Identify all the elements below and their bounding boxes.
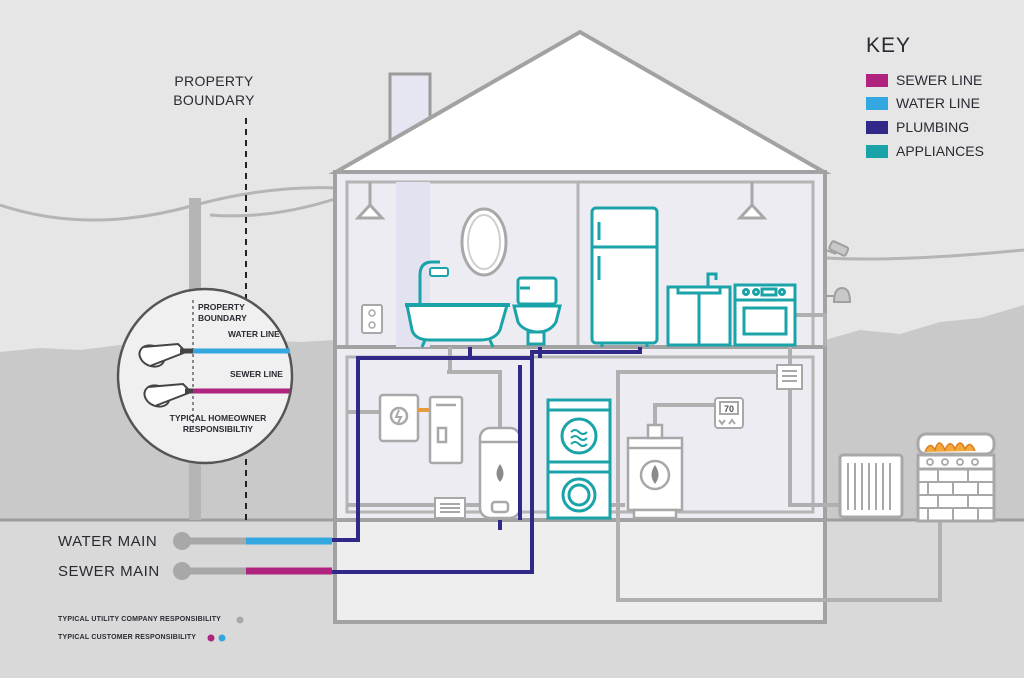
key-item-plumbing: PLUMBING: [866, 119, 969, 135]
sewer-main: [173, 562, 332, 580]
thermostat-reading: 70: [724, 404, 734, 414]
customer-dot-sewer: [207, 634, 215, 642]
stove: [733, 283, 797, 347]
key-item-appliances: APPLIANCES: [866, 143, 984, 159]
ac-unit: [838, 453, 904, 519]
mirror: [460, 207, 508, 277]
doorbell-icon: [826, 286, 852, 303]
ceiling-lamp-left: [354, 182, 386, 220]
sewer-main-label: SEWER MAIN: [58, 563, 160, 580]
circle-homeowner-label: TYPICAL HOMEOWNER RESPONSIBILTIY: [169, 413, 267, 434]
water-main: [173, 532, 332, 550]
tank-water-heater: [478, 426, 522, 520]
property-boundary-label: PROPERTY BOUNDARY: [173, 73, 255, 108]
key-label: SEWER LINE: [896, 72, 983, 88]
toilet: [512, 276, 562, 346]
utility-responsibility-label: TYPICAL UTILITY COMPANY RESPONSIBILITY: [58, 616, 222, 623]
bathtub: [405, 260, 510, 348]
thermostat: [714, 397, 744, 429]
electrical-panel: [428, 395, 464, 465]
water-main-label: WATER MAIN: [58, 533, 158, 550]
circle-water-label: WATER LINE: [228, 329, 280, 339]
floor-vent: [434, 497, 466, 519]
wall-vent: [776, 364, 803, 390]
plumbing-swatch: [866, 120, 888, 134]
key-item-water: WATER LINE: [866, 95, 980, 111]
key-label: APPLIANCES: [896, 143, 984, 159]
power-line: [0, 186, 339, 222]
key-title: KEY: [866, 34, 912, 57]
refrigerator: [590, 206, 659, 347]
customer-dot-water: [218, 634, 226, 642]
utility-dot: [236, 616, 244, 624]
circle-sewer-label: SEWER LINE: [230, 369, 283, 379]
outlet: [361, 304, 383, 334]
appliances-swatch: [866, 144, 888, 158]
key-label: WATER LINE: [896, 95, 981, 111]
key-label: PLUMBING: [896, 119, 970, 135]
tankless-water-heater: [378, 393, 430, 443]
customer-responsibility-label: TYPICAL CUSTOMER RESPONSIBILITY: [58, 634, 197, 641]
ceiling-lamp-right: [736, 182, 768, 220]
sewer-swatch: [866, 73, 888, 87]
water-swatch: [866, 96, 888, 110]
sink-cabinet: [666, 272, 732, 347]
plumbing-lines: [332, 347, 642, 574]
key-item-sewer: SEWER LINE: [866, 72, 982, 88]
power-line-2: [209, 196, 339, 218]
detail-circle: [116, 287, 294, 465]
power-line-right: [825, 248, 1024, 261]
furnace: [626, 423, 684, 520]
outdoor-grill: [916, 432, 996, 523]
security-camera-icon: [825, 240, 850, 257]
gray-pipes: [347, 313, 942, 602]
washer-dryer: [546, 398, 612, 520]
circle-boundary-label: PROPERTY BOUNDARY: [198, 302, 247, 323]
